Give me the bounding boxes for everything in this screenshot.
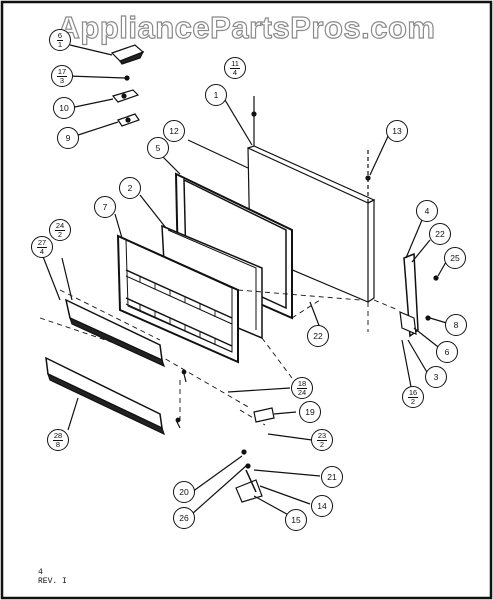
callout-den: 3 [59, 75, 65, 85]
callout-3: 3 [425, 366, 447, 388]
callout-24-2: 24 2 [49, 219, 71, 241]
callout-den: 8 [55, 439, 61, 449]
callout-num: 28 [52, 430, 64, 441]
revision-text: REV. I [38, 577, 67, 586]
callout-26: 26 [173, 507, 195, 529]
watermark-logo: AppliancePartsPros.com [57, 9, 436, 45]
callout-8: 8 [445, 314, 467, 336]
callout-num: 23 [316, 430, 328, 441]
callout-23-2: 23 2 [311, 429, 333, 451]
callout-9: 9 [57, 127, 79, 149]
callout-11-4: 11 4 [224, 57, 246, 79]
callout-den: 1 [57, 39, 63, 49]
callout-14: 14 [311, 495, 333, 517]
callout-22-center: 22 [307, 325, 329, 347]
callout-6-1: 6 1 [49, 29, 71, 51]
callout-num: 16 [407, 387, 419, 398]
hinge-cover-shading [119, 50, 145, 65]
callout-13: 13 [386, 120, 408, 142]
callout-7: 7 [94, 196, 116, 218]
callout-num: 27 [36, 237, 48, 248]
callout-1: 1 [205, 84, 227, 106]
callout-18-24: 18 24 [291, 377, 313, 399]
callout-num: 18 [296, 378, 308, 389]
callout-den: 24 [297, 387, 307, 397]
callout-22-right: 22 [429, 223, 451, 245]
callout-den: 2 [57, 229, 63, 239]
callout-19: 19 [299, 401, 321, 423]
callout-27-4: 27 4 [31, 236, 53, 258]
callout-den: 2 [410, 396, 416, 406]
door-handle-trim-lower [45, 356, 163, 430]
callout-6: 6 [436, 341, 458, 363]
callout-20: 20 [173, 481, 195, 503]
callout-12: 12 [163, 120, 185, 142]
revision-label: 4 REV. I [38, 568, 67, 586]
callout-2: 2 [119, 177, 141, 199]
callout-10: 10 [53, 97, 75, 119]
callout-num: 24 [54, 220, 66, 231]
callout-den: 4 [39, 246, 45, 256]
callout-num: 17 [56, 66, 68, 77]
callout-28-8: 28 8 [47, 429, 69, 451]
callout-5: 5 [147, 137, 169, 159]
callout-den: 2 [319, 439, 325, 449]
callout-den: 4 [232, 67, 238, 77]
callout-4: 4 [416, 200, 438, 222]
callout-21: 21 [321, 466, 343, 488]
callout-17-3: 17 3 [51, 65, 73, 87]
callout-16-2: 16 2 [402, 386, 424, 408]
callout-num: 11 [230, 58, 240, 69]
callout-15: 15 [285, 509, 307, 531]
revision-number: 4 [38, 568, 43, 577]
lower-hinge-part [253, 407, 275, 423]
callout-num: 6 [56, 30, 64, 41]
right-hinge-bracket [403, 252, 419, 338]
callout-25: 25 [444, 247, 466, 269]
